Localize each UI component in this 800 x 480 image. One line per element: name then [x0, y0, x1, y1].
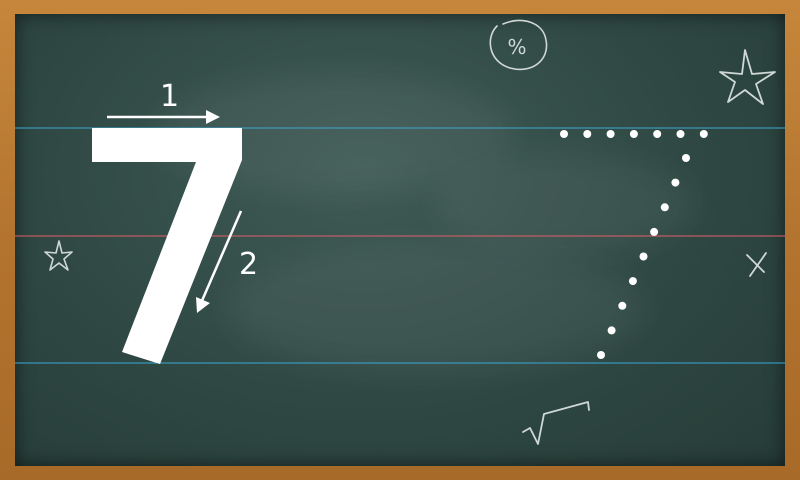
trace-dot[interactable]	[682, 154, 690, 162]
chalk-smudge	[435, 154, 695, 254]
trace-dot[interactable]	[671, 178, 680, 187]
trace-dot[interactable]	[606, 130, 615, 138]
stroke-1-arrow	[107, 110, 220, 124]
trace-dot[interactable]	[560, 130, 568, 138]
trace-dot[interactable]	[699, 130, 708, 138]
trace-dot[interactable]	[628, 277, 637, 286]
trace-dot[interactable]	[597, 351, 605, 359]
stroke-2-label: 2	[239, 247, 258, 282]
trace-dot[interactable]	[607, 326, 616, 335]
digit-seven-glyph[interactable]	[92, 128, 242, 364]
trace-dot[interactable]	[660, 203, 669, 212]
stroke-1-label: 1	[160, 79, 179, 114]
trace-dot[interactable]	[676, 130, 685, 138]
trace-dot[interactable]	[639, 252, 648, 261]
percent-symbol: %	[507, 35, 526, 59]
star-icon	[719, 49, 776, 105]
trace-dot[interactable]	[583, 130, 592, 138]
square-root-icon	[522, 401, 590, 445]
trace-dot[interactable]	[653, 130, 662, 138]
stroke-2-arrow	[196, 210, 243, 313]
writing-guidelines	[15, 127, 785, 364]
percent-circle-icon: %	[489, 19, 548, 71]
star-icon	[44, 240, 73, 271]
chalkboard	[15, 14, 785, 466]
chalk-smudge	[225, 244, 645, 374]
trace-dot[interactable]	[618, 301, 627, 310]
trace-dot[interactable]	[629, 130, 638, 138]
x-mark-icon	[746, 252, 767, 277]
trace-dot[interactable]	[650, 227, 659, 236]
dotted-trace-seven[interactable]	[560, 130, 708, 359]
